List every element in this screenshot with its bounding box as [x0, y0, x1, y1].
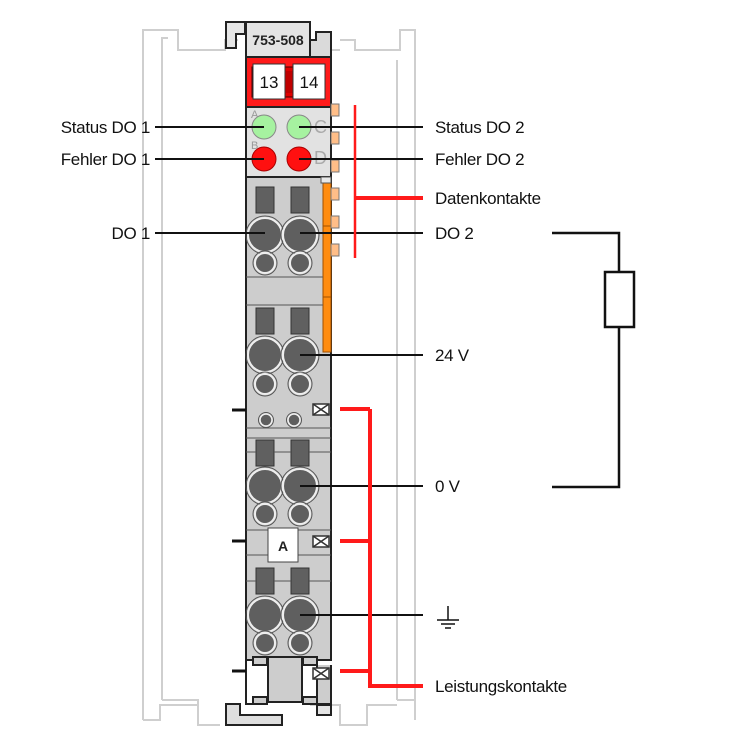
- label-fehler-do1: Fehler DO 1: [61, 150, 150, 169]
- callout-lines-left: [155, 126, 265, 234]
- part-number: 753-508: [252, 32, 304, 48]
- label-0v: 0 V: [435, 477, 461, 496]
- marker-text: A: [278, 538, 288, 554]
- leistungskontakte-bracket: [340, 407, 423, 688]
- release-button-pe-a[interactable]: [255, 567, 275, 595]
- terminal-do2[interactable]: [282, 217, 318, 253]
- top-latch-left: [225, 21, 246, 49]
- label-leistungskontakte: Leistungskontakte: [435, 677, 567, 696]
- release-button-0v-a[interactable]: [255, 439, 275, 467]
- module-housing: 753-508 13 14 A B C D: [225, 21, 340, 726]
- load-circuit: [552, 231, 636, 489]
- marker-card: [267, 527, 299, 563]
- label-do2: DO 2: [435, 224, 473, 243]
- terminal-group-pe: [245, 567, 331, 656]
- terminal-pe-a[interactable]: [247, 597, 283, 633]
- bottom-latch[interactable]: [225, 656, 332, 726]
- label-datenkontakte: Datenkontakte: [435, 189, 541, 208]
- label-status-do2: Status DO 2: [435, 118, 524, 137]
- label-do1: DO 1: [112, 224, 150, 243]
- terminal-do1[interactable]: [247, 217, 283, 253]
- channel-label-13: [252, 63, 286, 100]
- release-button-0v-b[interactable]: [290, 439, 310, 467]
- release-button-pe-b[interactable]: [290, 567, 310, 595]
- data-contacts: [330, 103, 340, 257]
- din-rail: [142, 29, 416, 726]
- terminal-0v-a[interactable]: [247, 468, 283, 504]
- led-letter-a: A: [251, 109, 259, 121]
- label-status-do1: Status DO 1: [61, 118, 150, 137]
- terminal-24v-a[interactable]: [247, 337, 283, 373]
- release-button-do1[interactable]: [255, 186, 275, 214]
- release-button-24v-b[interactable]: [290, 307, 310, 335]
- datenkontakte-bracket: [353, 105, 423, 258]
- channel-13-text: 13: [260, 73, 279, 92]
- release-button-do2[interactable]: [290, 186, 310, 214]
- callout-lines-right: [299, 126, 423, 616]
- ground-icon: [437, 606, 459, 629]
- release-button-24v-a[interactable]: [255, 307, 275, 335]
- part-number-plate: [245, 21, 311, 58]
- power-jumper-strip: [322, 181, 332, 353]
- top-latch-right: [309, 31, 332, 58]
- label-fehler-do2: Fehler DO 2: [435, 150, 524, 169]
- led-letter-b: B: [251, 140, 258, 152]
- label-24v: 24 V: [435, 346, 470, 365]
- channel-label-14: [292, 63, 326, 100]
- channel-14-text: 14: [300, 73, 319, 92]
- power-contacts: [312, 403, 330, 680]
- terminal-group-do: [245, 186, 320, 276]
- resistor-icon: [603, 270, 636, 329]
